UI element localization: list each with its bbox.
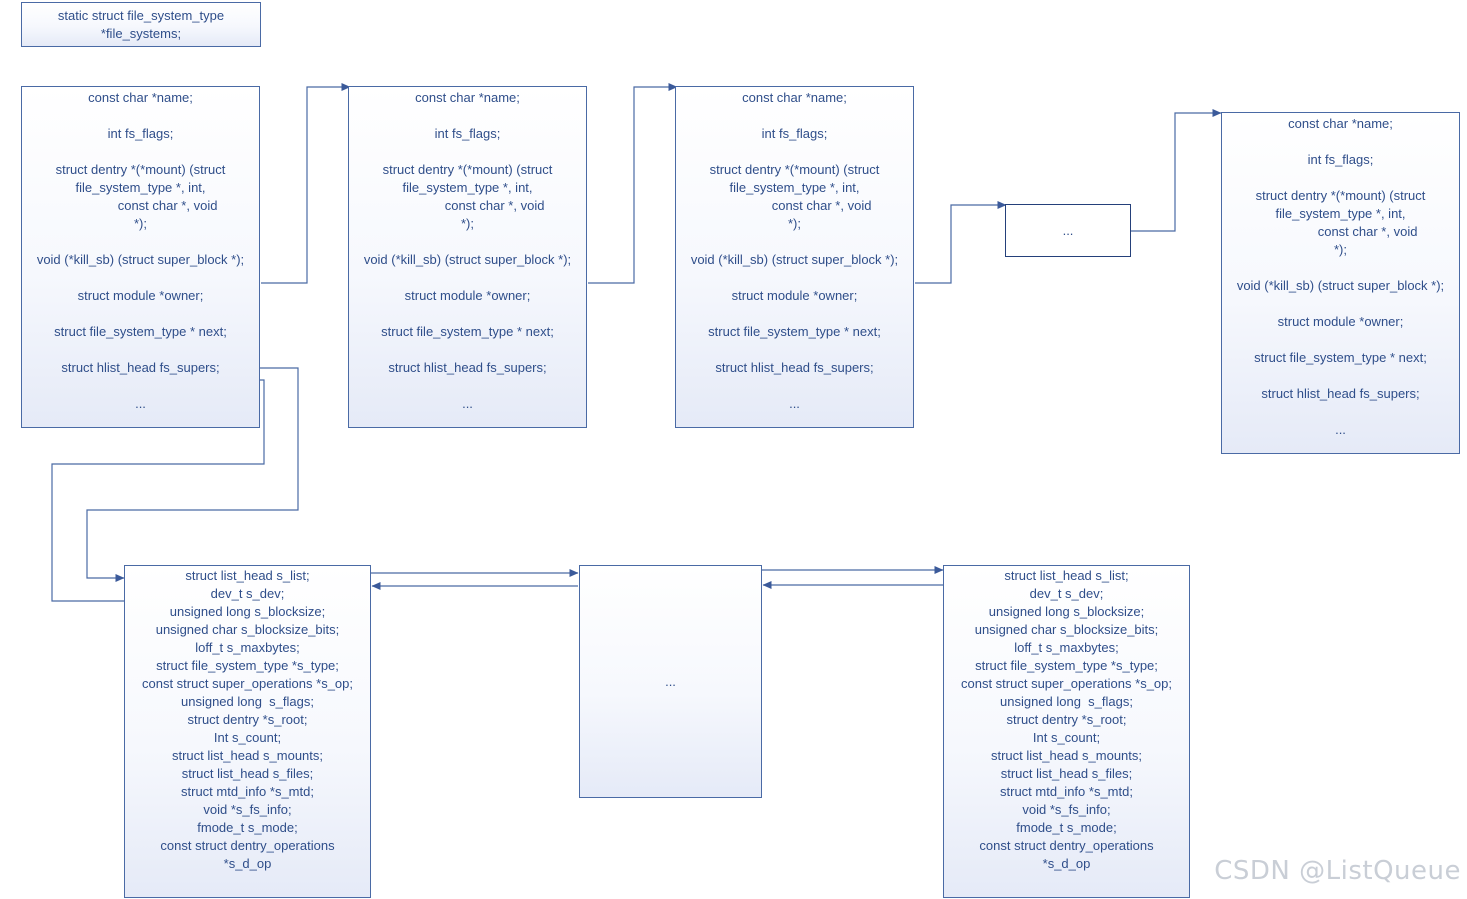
ellipsis-text: ... — [665, 673, 676, 689]
ellipsis-box-fs: ... — [1005, 204, 1131, 257]
fs-field-line: struct hlist_head fs_supers; — [61, 360, 220, 375]
sb-field-line: const struct dentry_operations — [979, 838, 1154, 853]
sb-field-line: dev_t s_dev; — [1029, 586, 1104, 601]
fs-field-line: const char *name; — [1288, 116, 1393, 131]
sb-field-line: Int s_count; — [1032, 730, 1101, 745]
fs-field-line: struct file_system_type * next; — [1254, 350, 1427, 365]
fs-field-line: ... — [135, 396, 146, 411]
sb-field-line: struct list_head s_files; — [181, 766, 314, 781]
fs-field-line: int fs_flags; — [761, 126, 828, 141]
sb-field-line: struct dentry *s_root; — [187, 712, 308, 727]
sb-field-line: fmode_t s_mode; — [1016, 820, 1117, 835]
next-arrow-1 — [261, 83, 351, 284]
sb-field-line: fmode_t s_mode; — [197, 820, 298, 835]
fs-field-line: file_system_type *, int, — [402, 180, 533, 195]
sb-field-line: struct dentry *s_root; — [1006, 712, 1127, 727]
fs-field-line: void (*kill_sb) (struct super_block *); — [36, 252, 245, 267]
sb-field-line: const struct super_operations *s_op; — [141, 676, 353, 691]
fs-field-line: struct hlist_head fs_supers; — [388, 360, 547, 375]
sb-field-line: struct list_head s_files; — [1000, 766, 1133, 781]
fs-field-line: void (*kill_sb) (struct super_block *); — [1236, 278, 1445, 293]
sb-field-line: unsigned long s_blocksize; — [169, 604, 326, 619]
fs-field-line: int fs_flags; — [107, 126, 174, 141]
fs-field-line: struct dentry *(*mount) (struct — [1255, 188, 1426, 203]
sb-field-line: struct list_head s_list; — [1004, 568, 1129, 583]
ellipsis-box-sb: ... — [579, 565, 762, 798]
sb-field-line: unsigned char s_blocksize_bits; — [974, 622, 1159, 637]
sb-field-line: struct list_head s_mounts; — [171, 748, 324, 763]
fs-field-line: const char *name; — [88, 90, 193, 105]
fs-field-line: file_system_type *, int, — [75, 180, 206, 195]
fs-field-line: ... — [462, 396, 473, 411]
fs-field-line: file_system_type *, int, — [729, 180, 860, 195]
fs-supers-to-sb-arrow — [86, 367, 299, 582]
fs-field-line: struct dentry *(*mount) (struct — [382, 162, 553, 177]
fs-field-line: const char *name; — [415, 90, 520, 105]
ellipsis-text: ... — [1062, 222, 1074, 238]
fs-field-line: struct dentry *(*mount) (struct — [55, 162, 226, 177]
sb-field-line: const struct super_operations *s_op; — [960, 676, 1172, 691]
sb-field-line: struct mtd_info *s_mtd; — [181, 784, 314, 799]
head-line-1: static struct file_system_type — [57, 8, 225, 23]
watermark: CSDN @ListQueue — [1214, 856, 1461, 886]
sb-field-line: struct mtd_info *s_mtd; — [1000, 784, 1133, 799]
sb-field-line: *s_d_op — [1042, 856, 1091, 871]
fs-field-line: *); — [1334, 242, 1347, 257]
fs-field-line: const char *, void — [717, 198, 872, 213]
fs-field-line: const char *, void — [390, 198, 545, 213]
next-arrow-2 — [588, 83, 678, 284]
fs-field-line: *); — [788, 216, 801, 231]
sb-field-line: dev_t s_dev; — [210, 586, 285, 601]
file-system-type-box-2: const char *name; int fs_flags;struct den… — [348, 86, 587, 428]
fs-field-line: struct file_system_type * next; — [381, 324, 554, 339]
sb-field-line: void *s_fs_info; — [1022, 802, 1111, 817]
sb-field-line: unsigned long s_flags; — [1000, 694, 1133, 709]
fs-field-line: ... — [1335, 422, 1346, 437]
fs-field-line: struct module *owner; — [731, 288, 858, 303]
fs-field-line: struct hlist_head fs_supers; — [715, 360, 874, 375]
next-arrow-4 — [1131, 109, 1222, 232]
fs-field-line: struct hlist_head fs_supers; — [1261, 386, 1420, 401]
file-system-type-box-4: const char *name; int fs_flags;struct den… — [1221, 112, 1460, 454]
fs-field-line: struct dentry *(*mount) (struct — [709, 162, 880, 177]
super-block-box-1: struct list_head s_list; dev_t s_dev;unsi… — [124, 565, 371, 898]
fs-field-line: int fs_flags; — [434, 126, 501, 141]
head-line-2: *file_systems; — [100, 26, 182, 41]
fs-field-line: struct file_system_type * next; — [54, 324, 227, 339]
fs-field-line: *); — [461, 216, 474, 231]
file-system-type-box-3: const char *name; int fs_flags;struct den… — [675, 86, 914, 428]
fs-field-line: const char *, void — [1263, 224, 1418, 239]
sb-field-line: struct list_head s_list; — [185, 568, 310, 583]
sb-field-line: loff_t s_maxbytes; — [195, 640, 300, 655]
fs-field-line: struct module *owner; — [1277, 314, 1404, 329]
sb-field-line: const struct dentry_operations — [160, 838, 335, 853]
file-system-type-box-1: const char *name; int fs_flags;struct den… — [21, 86, 260, 428]
sb-field-line: *s_d_op — [223, 856, 272, 871]
fs-field-line: struct file_system_type * next; — [708, 324, 881, 339]
fs-field-line: int fs_flags; — [1307, 152, 1374, 167]
sb-field-line: unsigned long s_blocksize; — [988, 604, 1145, 619]
sb-field-line: void *s_fs_info; — [203, 802, 292, 817]
sb-field-line: Int s_count; — [213, 730, 282, 745]
sb-field-line: struct file_system_type *s_type; — [975, 658, 1158, 673]
fs-field-line: struct module *owner; — [404, 288, 531, 303]
next-arrow-3 — [915, 201, 1007, 284]
file-systems-head-box: static struct file_system_type *file_sys… — [21, 2, 261, 47]
super-block-box-2: struct list_head s_list; dev_t s_dev;unsi… — [943, 565, 1190, 898]
sb-field-line: unsigned long s_flags; — [181, 694, 314, 709]
sb-field-line: unsigned char s_blocksize_bits; — [155, 622, 340, 637]
fs-field-line: void (*kill_sb) (struct super_block *); — [690, 252, 899, 267]
sb-field-line: struct list_head s_mounts; — [990, 748, 1143, 763]
fs-field-line: void (*kill_sb) (struct super_block *); — [363, 252, 572, 267]
sb-to-fs-supers-arrow — [51, 376, 265, 602]
fs-field-line: const char *, void — [63, 198, 218, 213]
fs-field-line: const char *name; — [742, 90, 847, 105]
sb-field-line: loff_t s_maxbytes; — [1014, 640, 1119, 655]
fs-field-line: ... — [789, 396, 800, 411]
fs-field-line: *); — [134, 216, 147, 231]
fs-field-line: file_system_type *, int, — [1275, 206, 1406, 221]
fs-field-line: struct module *owner; — [77, 288, 204, 303]
sb-field-line: struct file_system_type *s_type; — [156, 658, 339, 673]
